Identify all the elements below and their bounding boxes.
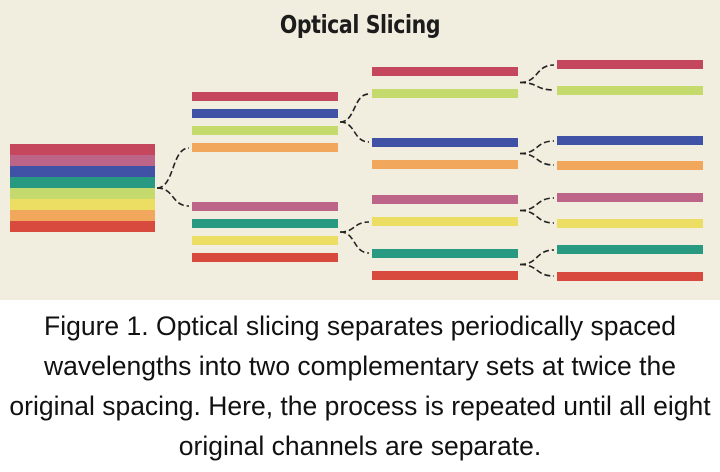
split-connector-line — [519, 140, 555, 155]
channel-bar-yellow — [192, 236, 338, 245]
channel-bar-orange — [10, 210, 155, 221]
connector-lines — [156, 64, 555, 277]
diagram-title: Optical Slicing — [279, 10, 441, 39]
channel-bar-teal — [10, 177, 155, 188]
channel-bar-yellow — [372, 217, 518, 226]
channel-bar-red — [372, 271, 518, 280]
split-connector-line — [519, 209, 555, 224]
channel-bar-lime — [557, 86, 703, 95]
stage-3-group-8 — [557, 272, 703, 281]
stage-2-group-2 — [372, 138, 518, 169]
channel-bar-red — [557, 272, 703, 281]
split-connector-line — [519, 263, 555, 277]
channel-bar-crimson — [372, 67, 518, 76]
stage-3-group-7 — [557, 245, 703, 254]
stage-1-group-2 — [192, 202, 338, 262]
split-connector-line — [519, 249, 555, 266]
split-connector-line — [339, 121, 370, 143]
optical-slicing-diagram — [10, 60, 703, 281]
channel-bars — [10, 60, 703, 281]
channel-bar-red — [10, 221, 155, 232]
channel-bar-lime — [372, 89, 518, 98]
split-connector-line — [339, 93, 370, 123]
channel-bar-teal — [192, 219, 338, 228]
channel-bar-yellow — [557, 219, 703, 228]
channel-bar-lime — [192, 126, 338, 135]
split-connector-line — [339, 221, 370, 233]
split-connector-line — [519, 81, 555, 91]
channel-bar-orange — [192, 143, 338, 152]
channel-bar-orange — [557, 161, 703, 170]
stage-3-group-2 — [557, 86, 703, 95]
channel-bar-teal — [372, 249, 518, 258]
channel-bar-crimson — [192, 92, 338, 101]
channel-bar-crimson — [557, 60, 703, 69]
split-connector-line — [519, 64, 555, 84]
original-group-1 — [10, 144, 155, 232]
channel-bar-blue — [192, 109, 338, 118]
stage-2-group-4 — [372, 249, 518, 280]
stage-1-group-1 — [192, 92, 338, 152]
stage-3-group-1 — [557, 60, 703, 69]
split-connector-line — [519, 197, 555, 212]
channel-bar-orange — [372, 160, 518, 169]
channel-bar-mauve — [557, 193, 703, 202]
channel-bar-blue — [10, 166, 155, 177]
figure-caption: Figure 1. Optical slicing separates peri… — [9, 311, 711, 461]
split-connector-line — [339, 231, 370, 254]
channel-bar-red — [192, 253, 338, 262]
channel-bar-crimson — [10, 144, 155, 155]
split-connector-line — [156, 187, 190, 207]
channel-bar-mauve — [372, 195, 518, 204]
channel-bar-mauve — [192, 202, 338, 211]
channel-bar-yellow — [10, 199, 155, 210]
channel-bar-teal — [557, 245, 703, 254]
channel-bar-blue — [372, 138, 518, 147]
stage-3-group-3 — [557, 136, 703, 145]
stage-2-group-3 — [372, 195, 518, 226]
channel-bar-mauve — [10, 155, 155, 166]
split-connector-line — [156, 147, 190, 189]
split-connector-line — [519, 152, 555, 166]
stage-2-group-1 — [372, 67, 518, 98]
stage-3-group-4 — [557, 161, 703, 170]
stage-3-group-6 — [557, 219, 703, 228]
channel-bar-blue — [557, 136, 703, 145]
stage-3-group-5 — [557, 193, 703, 202]
channel-bar-lime — [10, 188, 155, 199]
